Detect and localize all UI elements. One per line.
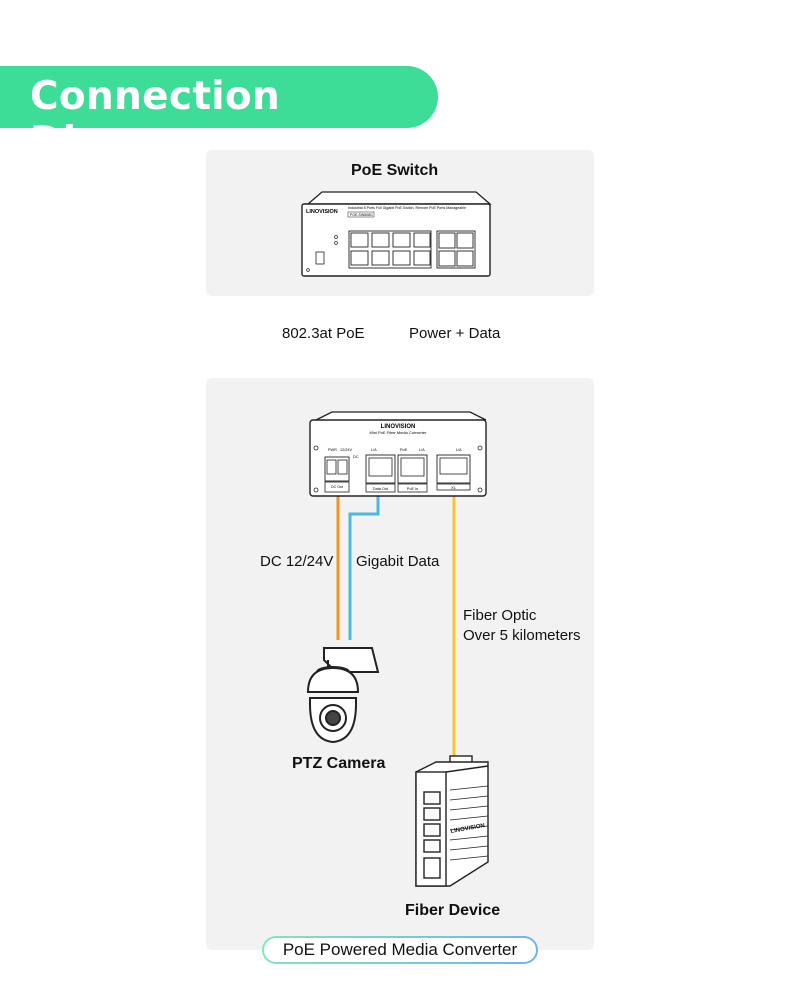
port-poe-in: PoE In — [407, 487, 418, 491]
data-cable — [348, 494, 380, 640]
indicator-poe: PoE — [400, 448, 408, 452]
fiber-device-label: Fiber Device — [405, 902, 501, 919]
port-data-out: Data Out — [373, 487, 389, 491]
footer-badge: PoE Powered Media Converter — [262, 936, 538, 964]
poe-switch-label: PoE Switch — [351, 162, 439, 179]
indicator-la-2: L/A — [419, 448, 425, 452]
page-title: Connection Diagarm — [30, 74, 281, 164]
fiber-label-line2: Over 5 kilometers — [463, 627, 581, 644]
ptz-camera-label: PTZ Camera — [292, 755, 386, 772]
uplink-right-label: Power + Data — [409, 325, 501, 342]
switch-brand: LINOVISION — [306, 209, 338, 215]
converter-subtitle: Mini PoE Fiber Media Converter — [370, 430, 428, 435]
switch-description: Industrial 8 Ports Full Gigabit PoE Swit… — [348, 206, 466, 210]
port-x1: X1 — [451, 486, 456, 490]
switch-model: POE-SW808G — [350, 213, 373, 217]
fiber-device-icon: LINOVISION — [415, 755, 489, 887]
indicator-la-3: L/A — [456, 448, 462, 452]
indicator-dc: DC — [353, 455, 359, 459]
title-banner: Connection Diagarm — [0, 66, 438, 164]
poe-switch-device: LINOVISION Industrial 8 Ports Full Gigab… — [301, 191, 492, 277]
media-converter-device: LINOVISION Mini PoE Fiber Media Converte… — [309, 411, 487, 497]
fiber-device-brand: LINOVISION — [450, 823, 485, 835]
ptz-camera-icon — [306, 647, 380, 744]
dc-label: DC 12/24V — [260, 553, 334, 570]
fiber-label-line1: Fiber Optic — [463, 607, 537, 624]
footer-text: PoE Powered Media Converter — [264, 938, 536, 962]
indicator-pwr: PWR — [328, 448, 337, 452]
indicator-la-1: L/A — [371, 448, 377, 452]
uplink-left-label: 802.3at PoE — [282, 325, 365, 342]
indicator-voltage: 12/24V — [340, 448, 353, 452]
power-label: DC Out — [331, 485, 343, 489]
converter-brand: LINOVISION — [381, 424, 416, 430]
data-label: Gigabit Data — [356, 553, 440, 570]
